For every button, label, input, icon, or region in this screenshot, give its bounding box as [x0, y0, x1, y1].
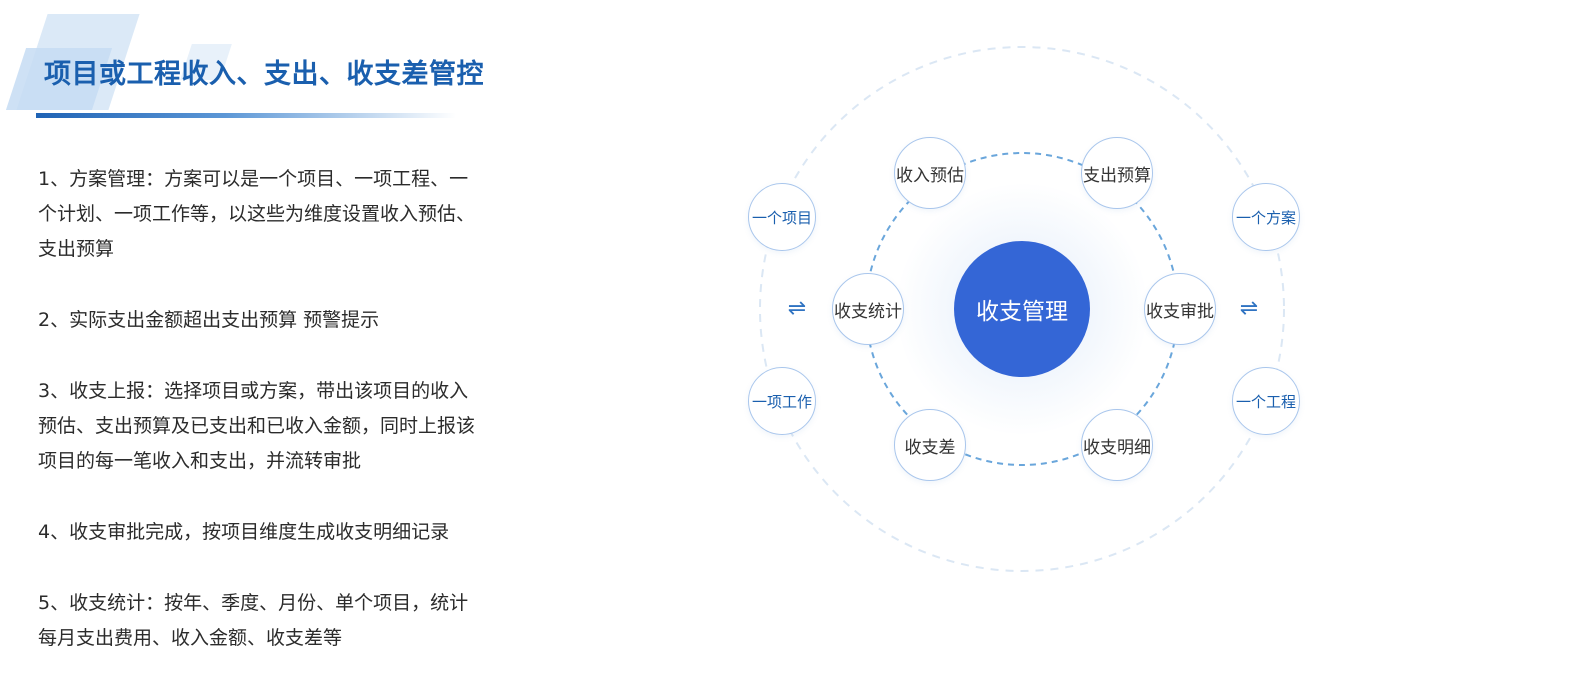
feature-point-5: 5、收支统计：按年、季度、月份、单个项目，统计每月支出费用、收入金额、收支差等 [38, 592, 469, 649]
feature-point-3: 3、收支上报：选择项目或方案，带出该项目的收入预估、支出预算及已支出和已收入金额… [38, 380, 476, 472]
exchange-arrow-icon: ⇌ [1239, 296, 1259, 321]
feature-point-1: 1、方案管理：方案可以是一个项目、一项工程、一个计划、一项工作等，以这些为维度设… [38, 168, 476, 260]
page-title: 项目或工程收入、支出、收支差管控 [44, 59, 484, 90]
node-one-work: 一项工作 [748, 367, 816, 435]
node-one-plan: 一个方案 [1232, 183, 1300, 251]
feature-point-2: 2、实际支出金额超出支出预算 预警提示 [38, 309, 380, 331]
node-balance: 收支差 [894, 409, 966, 481]
exchange-arrow-icon: ⇌ [787, 296, 807, 321]
node-statistics: 收支统计 [832, 273, 904, 345]
outer-ring [759, 46, 1285, 572]
feature-point-4: 4、收支审批完成，按项目维度生成收支明细记录 [38, 521, 450, 543]
node-expense-budget: 支出预算 [1081, 137, 1153, 209]
title-underline [36, 113, 456, 118]
node-income-estimate: 收入预估 [894, 137, 966, 209]
node-one-engineering: 一个工程 [1232, 367, 1300, 435]
node-details: 收支明细 [1081, 409, 1153, 481]
node-approval: 收支审批 [1144, 273, 1216, 345]
node-one-project: 一个项目 [748, 183, 816, 251]
feature-list: 1、方案管理：方案可以是一个项目、一项工程、一个计划、一项工作等，以这些为维度设… [38, 162, 478, 692]
center-node: 收支管理 [954, 241, 1090, 377]
